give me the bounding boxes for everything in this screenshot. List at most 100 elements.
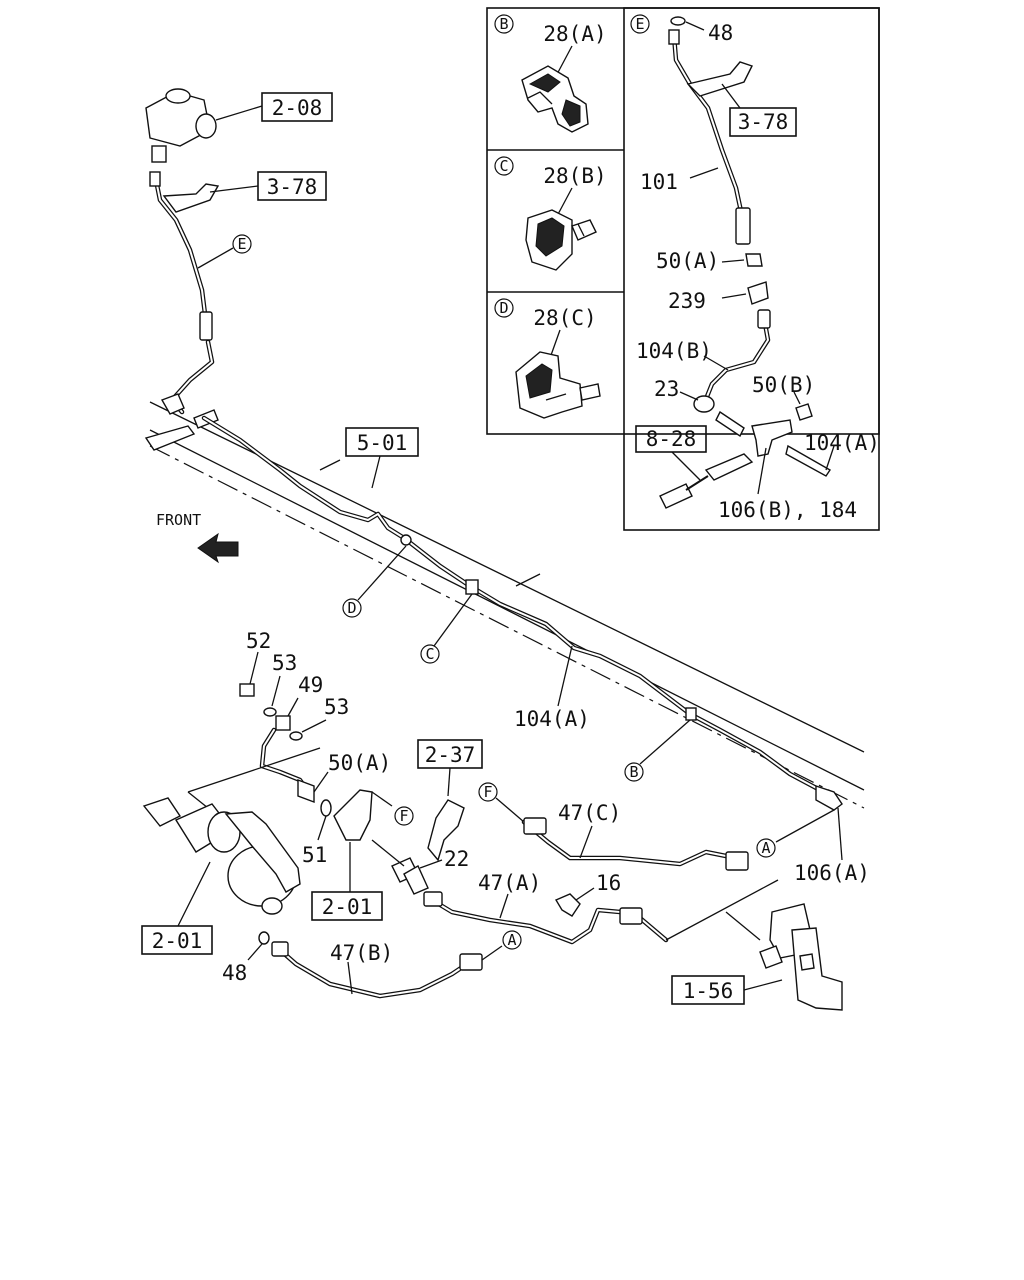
brake-chamber: 2-01 (141, 797, 301, 955)
ref-378-detail-text: 3-78 (738, 110, 789, 134)
valve-156: 1-56 (671, 903, 843, 1011)
part-48-main-label: 48 (222, 961, 247, 985)
frame-grommet (160, 393, 185, 415)
nut-50b-icon (795, 403, 813, 421)
callout-b-main-letter: B (629, 763, 638, 781)
part-52-label: 52 (246, 629, 271, 653)
pipe-47c-fitting-l (523, 817, 547, 835)
callout-d-main-letter: D (347, 599, 356, 617)
detail-e-104a-label: 104(A) (804, 431, 880, 455)
part-47a-label: 47(A) (478, 871, 541, 895)
ref-208-text: 2-08 (272, 96, 323, 120)
detail-e-marker (630, 14, 650, 34)
callout-a-2 (502, 930, 522, 950)
ref-box-201-a (311, 891, 383, 921)
sensor-front-icon (144, 425, 196, 451)
pipe-47a-fitting-l (423, 891, 443, 907)
callout-a-1-letter: A (761, 839, 770, 857)
ref-box-828 (635, 425, 707, 453)
pipe-47c-fitting-r (725, 851, 749, 871)
detail-e-101-label: 101 (640, 170, 678, 194)
part-106a-label: 106(A) (794, 861, 870, 885)
detail-b-marker (494, 14, 514, 34)
callout-e-main (232, 234, 252, 254)
callout-a-1 (756, 838, 776, 858)
detail-d-marker (494, 298, 514, 318)
chamber-connector-icon (142, 797, 182, 827)
detail-e-104b-label: 104(B) (636, 339, 712, 363)
detail-e-50a-label: 50(A) (656, 249, 719, 273)
chamber-linkage (224, 811, 301, 893)
reservoir-nozzle (151, 145, 167, 163)
nut-50a-main-icon (297, 778, 315, 804)
pipe-47b-fitting-r (459, 953, 483, 971)
bolt-52-icon (239, 683, 255, 697)
detail-c: C 28(B) (494, 156, 607, 271)
clip-d-main (400, 534, 412, 546)
washer-53a-icon (263, 707, 277, 717)
valve-bracket-icon (791, 927, 843, 1011)
tee-fitting-icon (751, 419, 793, 457)
washer-48-main-icon (258, 931, 270, 945)
hose-fitting-bottom (735, 207, 751, 245)
callout-a-2-letter: A (507, 931, 516, 949)
clip-51-icon (320, 799, 332, 817)
union-22b-icon (403, 865, 429, 895)
bracket-378-detail (686, 61, 753, 97)
part-16-label: 16 (596, 871, 621, 895)
detail-e-48-label: 48 (708, 21, 733, 45)
ref-box-378-main (257, 171, 327, 201)
clip-b-main (685, 707, 697, 721)
ref-237-text: 2-37 (425, 743, 476, 767)
chamber-cap (261, 897, 283, 915)
detail-b-part-label: 28(A) (543, 22, 606, 46)
detail-d: D 28(C) (494, 298, 601, 419)
pipe-47b-fitting-l (271, 941, 289, 957)
callout-f-1-letter: F (399, 807, 408, 825)
ref-156-text: 1-56 (683, 979, 734, 1003)
hose-top-fitting (149, 171, 161, 187)
reservoir-cap-icon (165, 88, 191, 104)
hose-fitting-top (668, 29, 680, 45)
fitting-106a-icon (815, 785, 843, 811)
ref-box-501 (345, 427, 419, 457)
ref-828-text: 8-28 (646, 427, 697, 451)
sensor-828-icon (704, 453, 754, 481)
detail-c-letter: C (499, 157, 508, 175)
callout-d-main (342, 598, 362, 618)
detail-b: B 28(A) (494, 14, 607, 133)
pipe-47a-fitting-r (619, 907, 643, 925)
ref-201-a-text: 2-01 (322, 895, 373, 919)
callout-c-main-letter: C (425, 645, 434, 663)
part-47b-label: 47(B) (330, 941, 393, 965)
ref-box-208 (261, 92, 333, 122)
detail-e-239-label: 239 (668, 289, 706, 313)
clip-c-main (465, 579, 479, 595)
pipe-104a-stub (785, 444, 831, 477)
ref-378-main-text: 3-78 (267, 175, 318, 199)
clip-28a-icon (521, 65, 589, 133)
part-50a-main-label: 50(A) (328, 751, 391, 775)
washer-53b-icon (289, 731, 303, 741)
union-49-icon (275, 715, 291, 731)
detail-b-letter: B (499, 15, 508, 33)
ref-box-201-b (141, 925, 213, 955)
hose-bottom-fitting (199, 311, 213, 341)
callout-f-1 (394, 806, 414, 826)
ref-201-b-text: 2-01 (152, 929, 203, 953)
callout-f-2 (478, 782, 498, 802)
part-53a-label: 53 (272, 651, 297, 675)
front-label: FRONT (156, 511, 201, 529)
ref-box-378-detail (729, 107, 797, 137)
part-53b-label: 53 (324, 695, 349, 719)
ref-501-text: 5-01 (357, 431, 408, 455)
reservoir-outlet (195, 113, 217, 139)
hose-237-icon (427, 799, 465, 862)
grommet-23-icon (693, 395, 715, 413)
sensor-connector-icon (659, 483, 693, 509)
bolt-23-icon (715, 410, 745, 438)
detail-frame-e (623, 7, 880, 531)
nut-50a-icon (745, 253, 763, 267)
detail-e-106b-label: 106(B), 184 (718, 498, 857, 522)
